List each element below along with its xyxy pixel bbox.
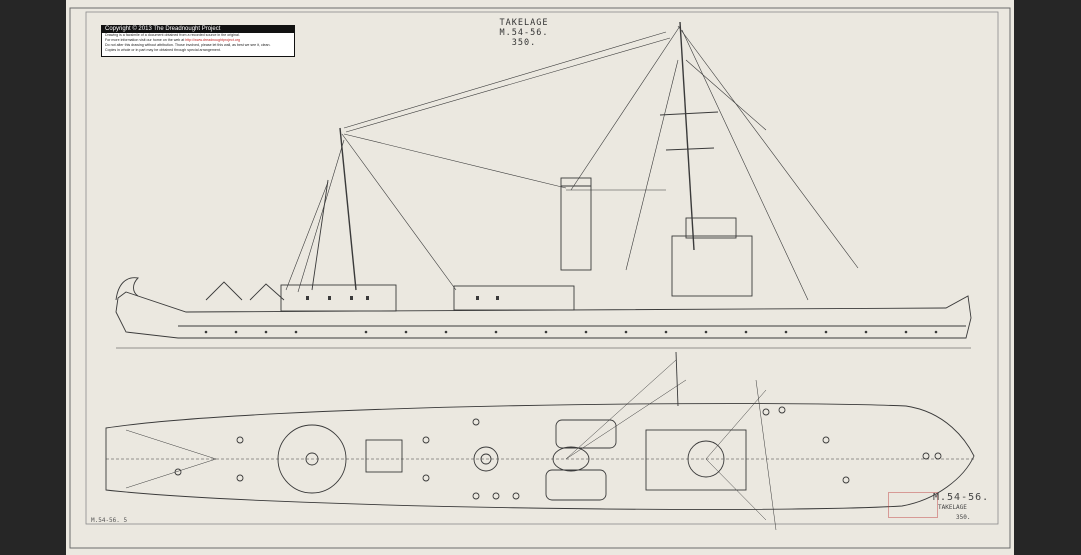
blueprint-drawing	[69, 7, 1011, 549]
rigging	[285, 25, 859, 301]
main-mast	[679, 21, 695, 251]
side-elevation	[115, 21, 972, 349]
after-deckhouse	[280, 284, 397, 312]
stamp-sheet-ref: M.54-56. 5	[91, 517, 128, 524]
bollards	[174, 406, 942, 500]
forward-mount	[687, 440, 725, 478]
gun-mount	[473, 446, 499, 472]
copyright-heading: Copyright © 2013 The Dreadnought Project	[102, 26, 294, 33]
copyright-link: http://www.dreadnoughtproject.org	[185, 38, 241, 42]
stamp-number: 350.	[956, 514, 971, 521]
copyright-line-text: For more information visit our home on t…	[105, 38, 241, 42]
copyright-banner: Copyright © 2013 The Dreadnought Project…	[101, 25, 295, 57]
copyright-line: Copies in whole or in part may be obtain…	[105, 48, 221, 52]
deck-machinery	[365, 439, 403, 473]
crane-post	[339, 127, 357, 291]
title-line-1: TAKELAGE	[499, 18, 549, 28]
copyright-line: For more information visit our home on t…	[102, 38, 294, 43]
archive-stamp	[888, 492, 938, 518]
funnel	[560, 177, 592, 271]
title-line-3: 350.	[511, 38, 537, 48]
bridge-structure	[671, 235, 753, 297]
capstan-aft	[277, 424, 347, 494]
portholes	[204, 330, 938, 334]
drawing-title: TAKELAGE M.54-56. 350.	[484, 18, 564, 48]
title-line-2: M.54-56.	[499, 28, 549, 38]
copyright-line: Drawing is a facsimile of a document obt…	[105, 33, 240, 37]
plan-view	[105, 351, 975, 531]
blueprint-sheet: Copyright © 2013 The Dreadnought Project…	[66, 0, 1014, 555]
stamp-designation: M.54-56.	[933, 492, 990, 503]
copyright-line: Do not alter this drawing without attrib…	[105, 43, 271, 47]
drawing-frame	[85, 11, 999, 525]
mid-deckhouse	[453, 285, 575, 311]
deck-outline	[105, 403, 975, 510]
sheet-frame	[69, 7, 1011, 549]
hull-outline	[115, 291, 972, 339]
stamp-subtitle: TAKELAGE	[938, 504, 967, 511]
